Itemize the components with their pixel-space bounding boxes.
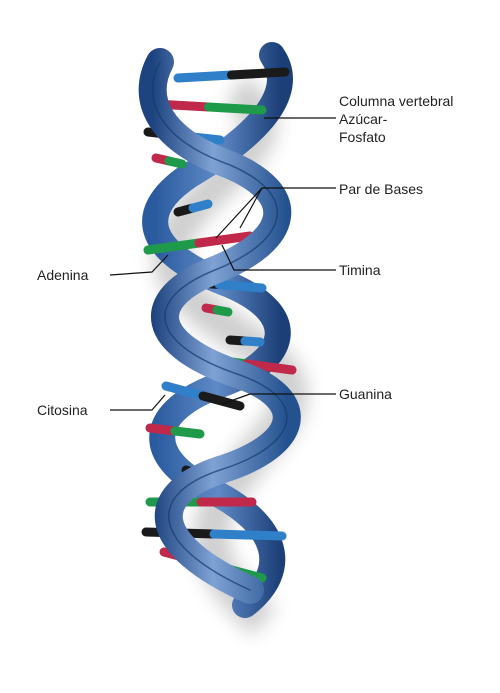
base-pair-11-half-b bbox=[198, 391, 245, 411]
base-pair-9-half-b bbox=[240, 336, 265, 347]
leader-timina bbox=[221, 244, 336, 271]
base-pair-10-half-b bbox=[242, 359, 297, 375]
label-sugar-phosphate-backbone: Columna vertebral Azúcar- Fosfato bbox=[339, 92, 453, 146]
label-guanine: Guanina bbox=[339, 386, 392, 402]
label-backbone-line3: Fosfato bbox=[339, 129, 386, 145]
base-pair-1-half-a bbox=[173, 70, 236, 83]
label-thymine: Timina bbox=[339, 262, 381, 278]
leader-citosina bbox=[110, 394, 166, 411]
base-pair-7-half-b bbox=[214, 280, 267, 293]
base-pair-15-half-b bbox=[209, 529, 287, 541]
leader-adenina bbox=[109, 254, 169, 276]
label-base-pair: Par de Bases bbox=[339, 181, 424, 197]
label-adenine: Adenina bbox=[37, 267, 89, 283]
label-backbone-line1: Columna vertebral bbox=[339, 93, 454, 109]
base-pair-12-half-b bbox=[170, 426, 205, 439]
base-pair-6-half-b bbox=[194, 231, 255, 248]
front-strand-edge bbox=[151, 61, 288, 591]
base-pair-2-half-b bbox=[204, 102, 267, 115]
label-backbone-line2: Azúcar- bbox=[339, 111, 388, 127]
base-pair-5-half-b bbox=[188, 199, 213, 213]
base-pair-8-half-b bbox=[212, 305, 233, 317]
leader-lines bbox=[109, 117, 336, 411]
base-pair-1-half-b bbox=[227, 67, 290, 80]
base-pair-4-half-b bbox=[164, 156, 187, 169]
base-pair-11-half-a bbox=[161, 381, 208, 401]
base-pair-6-half-a bbox=[143, 238, 204, 255]
label-cytosine: Citosina bbox=[37, 402, 88, 418]
leader-guanina bbox=[221, 393, 336, 405]
leader-basepair-2 bbox=[239, 187, 263, 229]
